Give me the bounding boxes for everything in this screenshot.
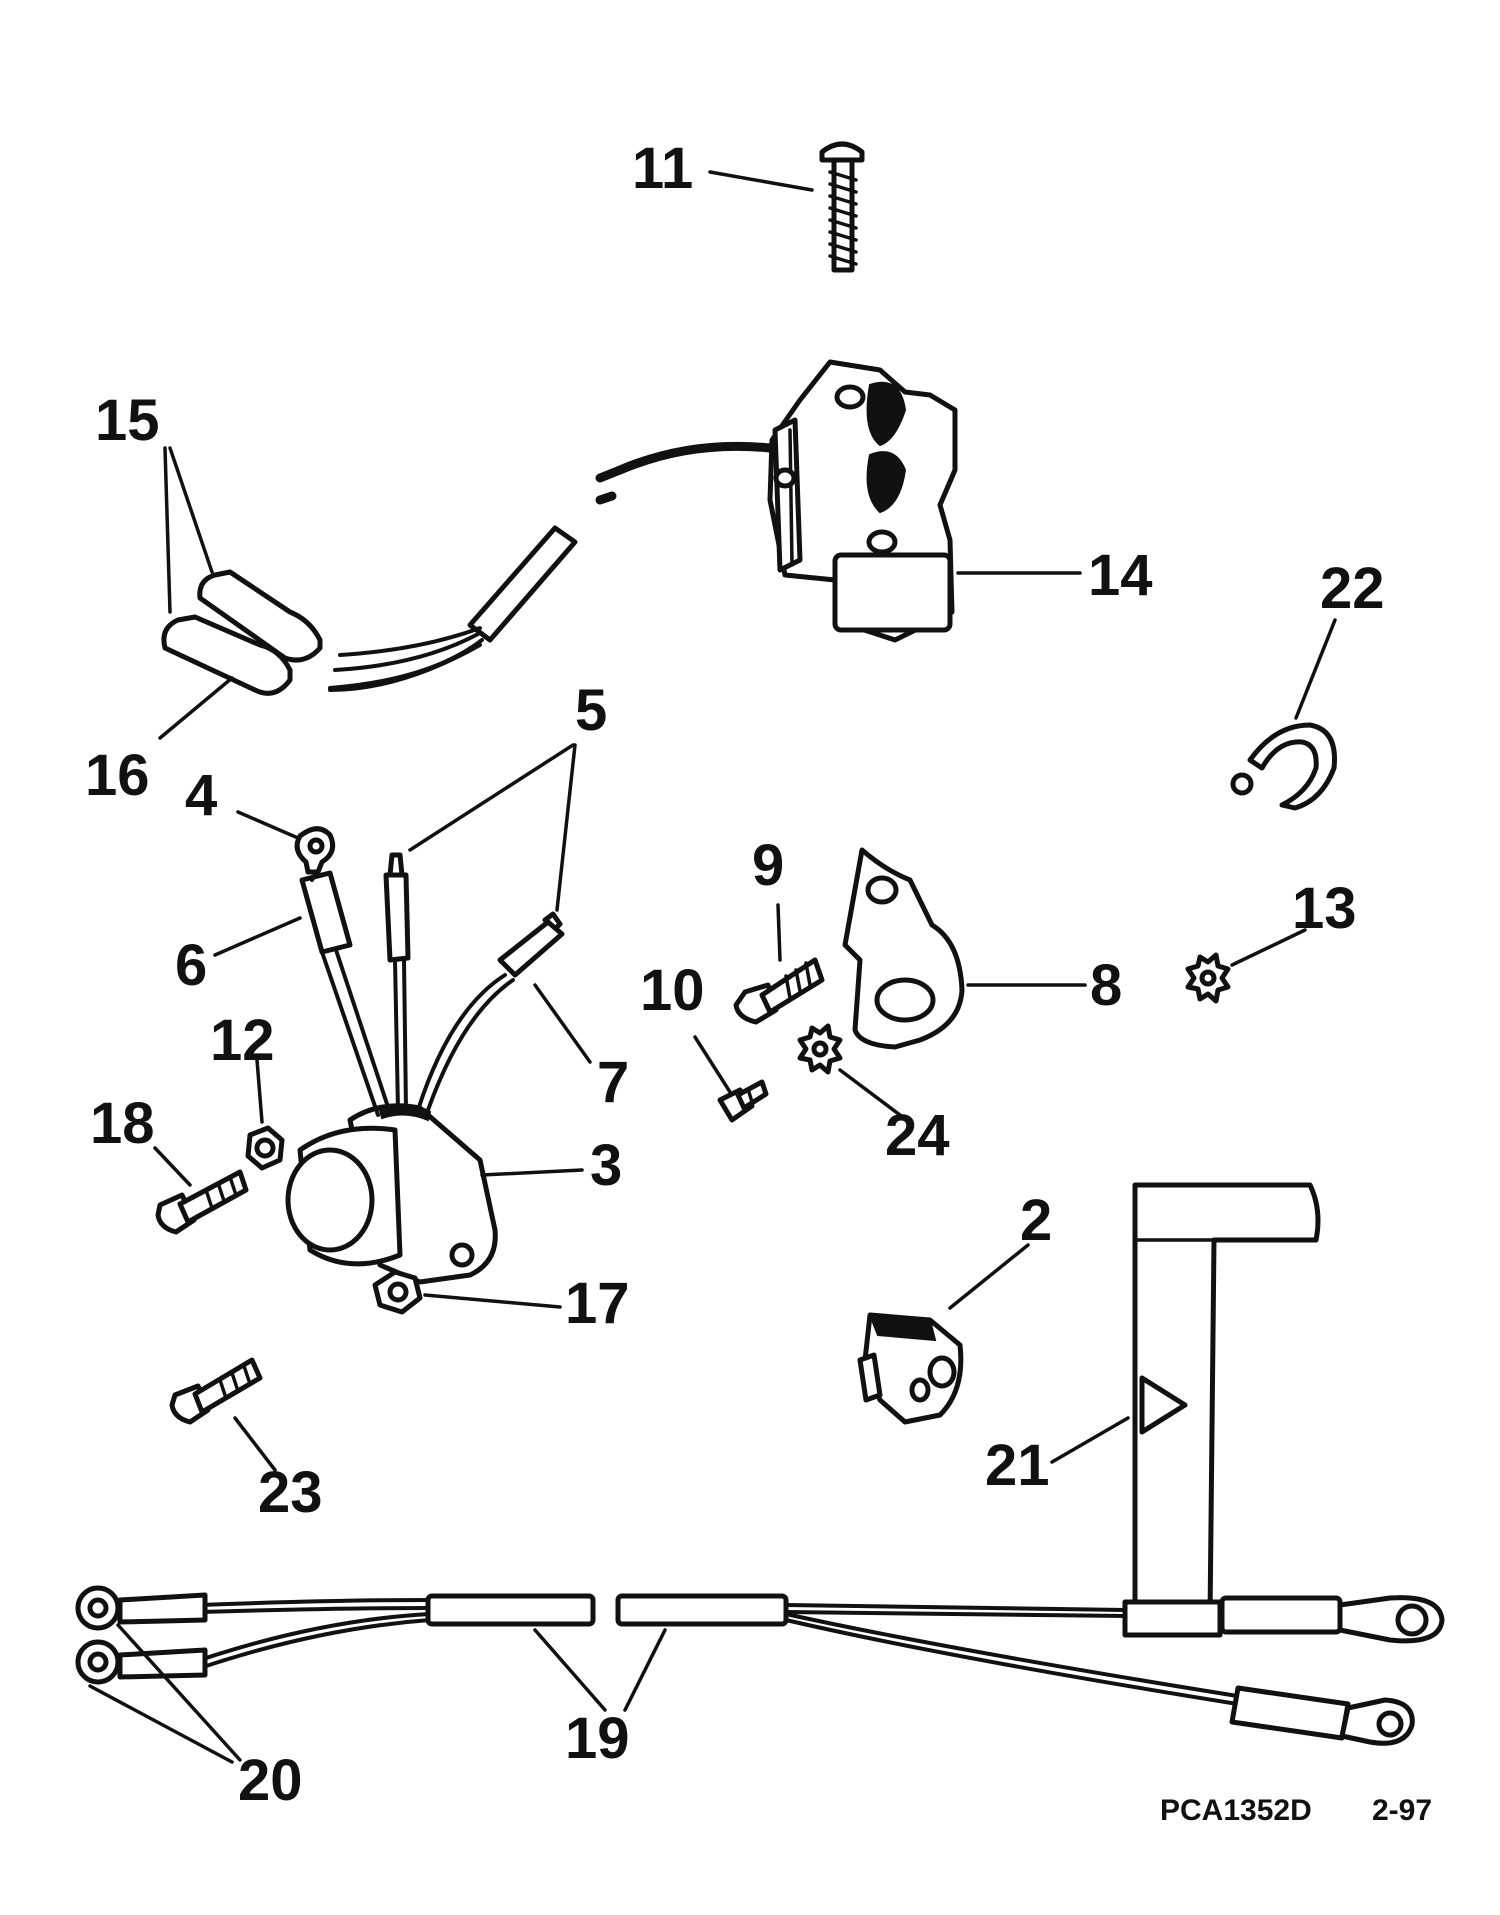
callout-5: 5 [575, 678, 607, 743]
callout-4: 4 [185, 763, 217, 828]
callout-7: 7 [597, 1050, 629, 1115]
part-2-clip [857, 1312, 964, 1425]
part-10-screw [717, 1079, 769, 1123]
leader-15a [168, 446, 214, 574]
harness-right-terminals [1219, 1595, 1445, 1746]
leader-10 [693, 1035, 732, 1094]
leader-11 [708, 170, 814, 192]
leader-7 [533, 983, 592, 1064]
leader-21 [1050, 1416, 1130, 1464]
leader-19a [533, 1628, 607, 1712]
part-5-bullet-terminals [383, 852, 565, 1112]
callout-11: 11 [632, 136, 693, 201]
callout-18: 18 [90, 1091, 155, 1156]
leader-22 [1294, 618, 1337, 720]
part-4-ring-terminal [294, 826, 336, 875]
leader-17 [423, 1293, 562, 1309]
leader-6 [213, 916, 302, 957]
callout-9: 9 [752, 833, 784, 898]
coil-lead-wire [595, 441, 775, 483]
callout-19: 19 [565, 1706, 630, 1771]
callout-8: 8 [1090, 953, 1122, 1018]
callout-3: 3 [590, 1133, 622, 1198]
callout-16: 16 [85, 743, 150, 808]
part-18-bolt [155, 1169, 249, 1235]
callout-2: 2 [1020, 1188, 1052, 1253]
leader-2 [948, 1243, 1030, 1310]
part-15-spark-plug-boots [161, 569, 484, 696]
leader-20a [116, 1623, 242, 1762]
callout-17: 17 [565, 1271, 630, 1336]
drawing-date: 2-97 [1372, 1794, 1432, 1827]
callout-6: 6 [175, 933, 207, 998]
callout-15: 15 [95, 388, 160, 453]
part-13-star-washer [1185, 952, 1231, 1004]
leader-5a [408, 743, 575, 852]
callout-14: 14 [1088, 543, 1153, 608]
part-9-bolt [733, 957, 825, 1025]
coil-lead-sleeve [467, 525, 578, 643]
leader-15b [163, 446, 172, 614]
callout-12: 12 [210, 1008, 275, 1073]
leader-13 [1230, 928, 1307, 967]
part-21-label [1122, 1182, 1321, 1638]
part-12-nut [245, 1125, 285, 1171]
leader-9 [776, 903, 782, 962]
callout-21: 21 [985, 1433, 1050, 1498]
leader-5b [555, 743, 577, 912]
callout-22: 22 [1320, 556, 1385, 621]
part-3-solenoid [285, 1103, 498, 1285]
drawing-code: PCA1352D [1160, 1794, 1312, 1827]
callout-13: 13 [1292, 876, 1357, 941]
leader-19b [623, 1628, 667, 1712]
part-23-bolt [169, 1357, 263, 1425]
part-11-screw [819, 141, 865, 273]
part-6-sleeve [299, 870, 392, 1117]
part-24-star-washer [797, 1023, 843, 1075]
leader-3 [480, 1168, 584, 1177]
part-19-wire-harness [198, 1593, 1252, 1708]
leader-23 [233, 1416, 277, 1472]
part-14-ignition-coil [767, 359, 958, 643]
callout-24: 24 [885, 1103, 950, 1168]
part-17-nut [372, 1269, 423, 1315]
callout-10: 10 [640, 958, 705, 1023]
leader-12 [255, 1058, 264, 1124]
leader-24 [838, 1068, 902, 1117]
callout-20: 20 [238, 1748, 303, 1813]
part-22-clamp [1230, 722, 1337, 811]
leader-20b [88, 1684, 234, 1764]
leader-16 [158, 676, 234, 740]
callout-23: 23 [258, 1460, 323, 1525]
part-20-ring-terminals [75, 1585, 208, 1685]
leader-18 [153, 1146, 192, 1187]
part-8-bracket [842, 847, 965, 1050]
leader-4 [236, 810, 300, 840]
